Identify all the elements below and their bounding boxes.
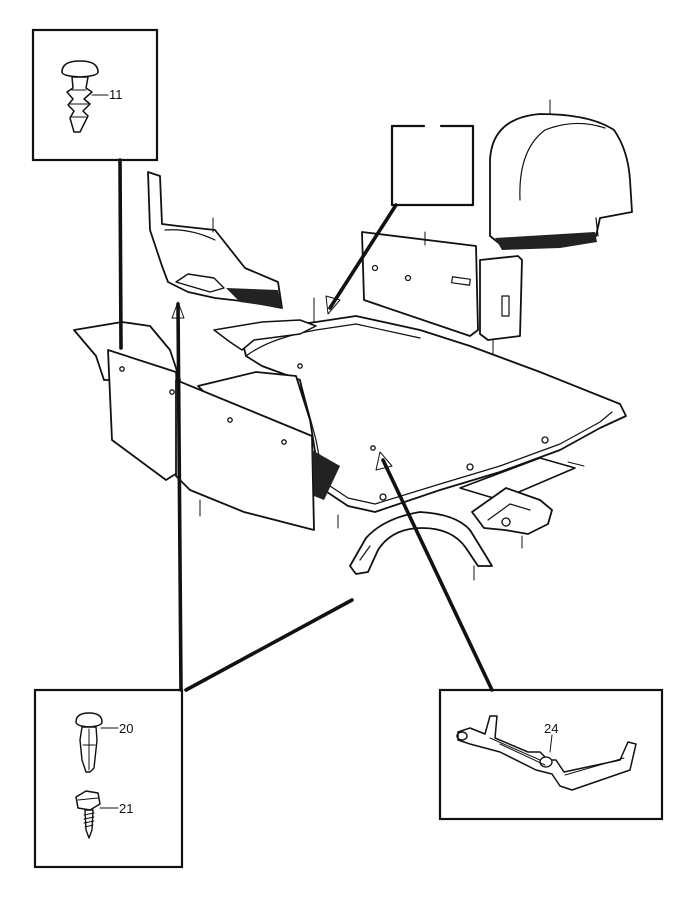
rear-wheel-housing-cover (489, 99, 633, 250)
rear-side-panel (361, 231, 479, 337)
detail-box-empty (390, 124, 475, 207)
leader-11 (118, 158, 123, 350)
leader-lines (118, 158, 494, 692)
rear-corner-panel (479, 255, 523, 369)
detail-box-clips-20-21: 20 21 (33, 688, 184, 869)
screw-21-icon (75, 790, 101, 839)
detail-box-bracket-24: 24 (438, 688, 664, 821)
left-wheel-arch-cover (147, 171, 283, 309)
callout-label-21: 21 (119, 801, 133, 816)
right-floor-strip (459, 457, 585, 501)
spare-wheel-support (349, 511, 493, 581)
bracket-24-icon (456, 715, 637, 791)
callout-label-20: 20 (119, 721, 133, 736)
callout-label-11: 11 (109, 87, 123, 102)
left-side-wall-panel (73, 321, 340, 531)
callout-label-24: 24 (544, 721, 558, 736)
push-clip-20-icon (75, 712, 103, 773)
right-wheel-arch-bracket (471, 487, 553, 549)
push-clip-11-icon (61, 60, 99, 133)
detail-box-clip-11: 11 (31, 28, 159, 162)
